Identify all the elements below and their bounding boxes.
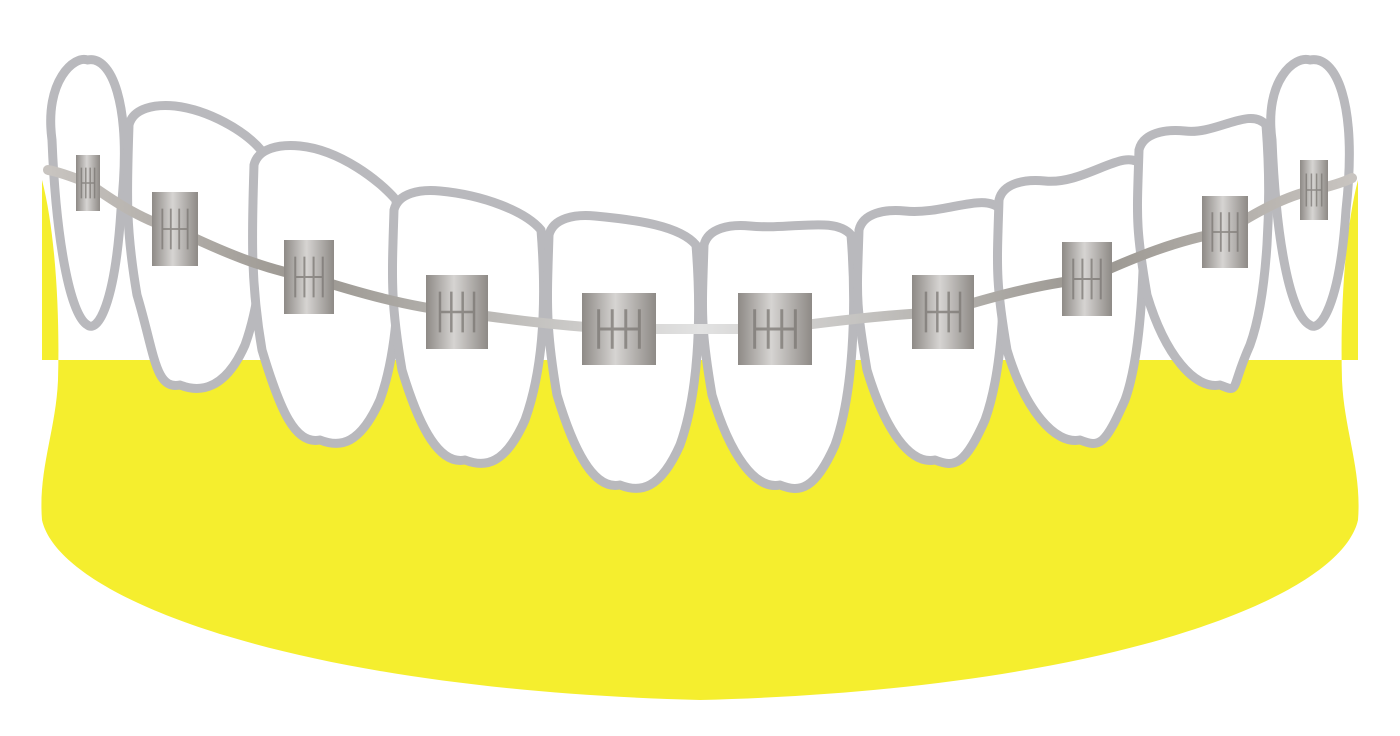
bracket-slot: [438, 291, 476, 333]
bracket: [738, 293, 812, 365]
bracket: [582, 293, 656, 365]
bracket: [284, 240, 334, 314]
bracket-slot: [753, 309, 797, 349]
teeth-group: [46, 54, 1354, 493]
gum: [41, 180, 1359, 700]
bracket: [1062, 242, 1112, 316]
brackets-group: [76, 155, 1328, 365]
bracket: [912, 275, 974, 349]
bracket-slot: [597, 309, 641, 349]
bracket: [426, 275, 488, 349]
bracket-slot: [924, 291, 962, 333]
bracket-slot: [1072, 258, 1102, 300]
bracket-slot: [1211, 212, 1239, 252]
bracket: [152, 192, 198, 266]
bracket: [76, 155, 100, 211]
bracket-slot: [1305, 173, 1323, 207]
bracket: [1300, 160, 1328, 220]
bracket-slot: [161, 208, 189, 250]
bracket: [1202, 196, 1248, 268]
bracket-slot: [80, 167, 96, 199]
bracket-slot: [294, 256, 324, 298]
